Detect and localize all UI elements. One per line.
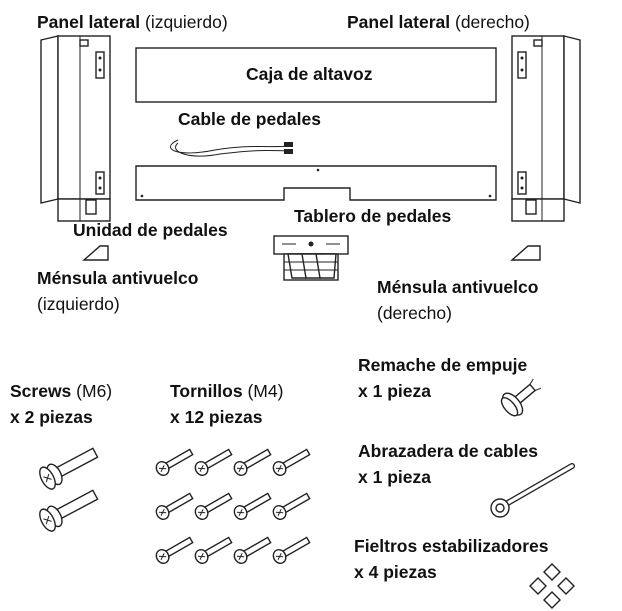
m6-screws-size: (M6) [71, 381, 113, 401]
m4-screws-label: Tornillos (M4) [170, 381, 283, 402]
cable-clamp-label: Abrazadera de cables [358, 441, 538, 461]
speaker-box [135, 47, 497, 103]
bracket-right [510, 245, 541, 261]
pedal-cable [170, 139, 293, 157]
side-panel-left-name: Panel lateral [37, 12, 141, 32]
stabilizing-felts [529, 563, 575, 609]
side-panel-right-name: Panel lateral [347, 12, 451, 32]
stabilizing-felts-qty: x 4 piezas [354, 562, 437, 582]
bracket-left-side: (izquierdo) [37, 294, 120, 314]
side-panel-left [40, 35, 111, 222]
side-panel-right [511, 35, 581, 222]
speaker-box-label: Caja de altavoz [246, 64, 373, 84]
bracket-left-label: Ménsula antivuelco [37, 268, 199, 288]
pedal-unit-label: Unidad de pedales [73, 220, 228, 240]
m6-screws-qty: x 2 piezas [10, 407, 93, 427]
pedal-board [135, 165, 497, 201]
push-rivet-qty: x 1 pieza [358, 381, 431, 401]
side-panel-right-side: (derecho) [450, 12, 530, 32]
cable-clamp-qty: x 1 pieza [358, 467, 431, 487]
m6-screws-name: Screws [10, 381, 72, 401]
push-rivet-label: Remache de empuje [358, 355, 528, 375]
side-panel-left-label: Panel lateral (izquierdo) [37, 12, 228, 33]
pedal-unit [273, 235, 349, 281]
bracket-right-side: (derecho) [377, 303, 452, 323]
m6-screws-label: Screws (M6) [10, 381, 112, 402]
bracket-right-label: Ménsula antivuelco [377, 277, 539, 297]
pedal-cable-label: Cable de pedales [178, 109, 321, 129]
m4-screws-size: (M4) [242, 381, 284, 401]
bracket-left [82, 245, 109, 261]
push-rivet [500, 378, 542, 417]
side-panel-right-label: Panel lateral (derecho) [347, 12, 530, 33]
m4-screws-name: Tornillos [170, 381, 243, 401]
m6-screws [39, 447, 99, 532]
cable-clamp [490, 463, 575, 518]
stabilizing-felts-label: Fieltros estabilizadores [354, 536, 549, 556]
side-panel-left-side: (izquierdo) [140, 12, 228, 32]
m4-screws [155, 448, 311, 564]
m4-screws-qty: x 12 piezas [170, 407, 263, 427]
pedal-board-label: Tablero de pedales [294, 206, 452, 226]
